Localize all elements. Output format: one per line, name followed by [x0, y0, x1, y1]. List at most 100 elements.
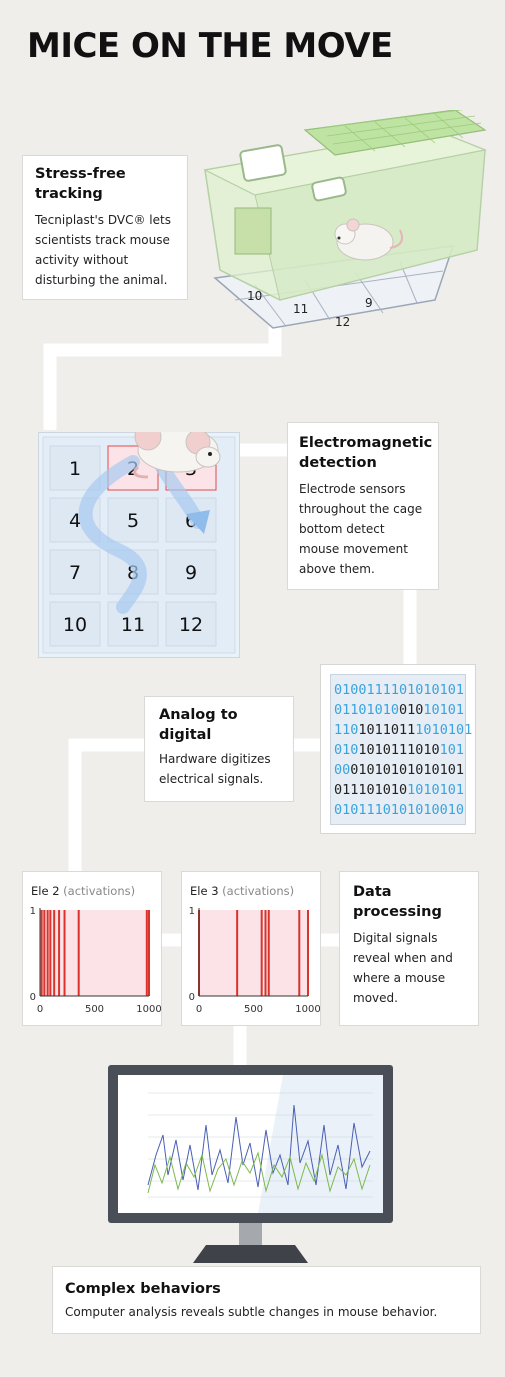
y-tick-label: 1 [189, 906, 195, 917]
binary-segment: 10 [415, 722, 432, 738]
electrode-cell [49, 445, 101, 491]
step-body: Electrode sensors throughout the cage bo… [299, 482, 423, 576]
step-heading: Complex behaviors [65, 1281, 221, 1297]
step-body: Computer analysis reveals subtle changes… [65, 1305, 438, 1319]
step-analog-digital: Analog to digital Hardware digitizes ele… [144, 696, 294, 802]
chart-title: Ele 2 (activations) [31, 884, 136, 898]
chart-panel-ele2: Ele 2 (activations) 0 1 0 500 1000 [22, 871, 162, 1026]
binary-segment: 1010101 [407, 782, 465, 798]
binary-segment: 010 [334, 742, 359, 758]
x-tick-label: 1000 [136, 1004, 161, 1015]
electrode-cell [49, 549, 101, 595]
binary-segment: 01010101 [399, 682, 465, 698]
x-tick-label: 500 [244, 1004, 263, 1015]
activation-bar [63, 910, 66, 996]
electrode-cell-label: 1 [69, 458, 81, 480]
binary-line: 11010110111010101 [334, 720, 472, 740]
cage-illustration: 9 10 11 12 [203, 110, 488, 329]
activation-bar [298, 910, 301, 996]
activation-bar [53, 910, 56, 996]
activation-bar [260, 910, 263, 996]
activation-bar [58, 910, 61, 996]
activation-bar [43, 910, 46, 996]
floor-label: 10 [247, 289, 262, 303]
floor-label: 11 [293, 302, 308, 316]
step-heading: Data processing [353, 884, 442, 920]
cage-lid-filter [303, 110, 487, 156]
chart-panel-ele3: Ele 3 (activations) 0 1 0 500 1000 [181, 871, 321, 1026]
electrode-cell-label: 7 [69, 562, 81, 584]
binary-segment: 1010111010 [358, 742, 440, 758]
y-tick-label: 0 [189, 992, 195, 1003]
electrode-cell-label: 9 [185, 562, 197, 584]
y-tick-label: 0 [30, 992, 36, 1003]
electrode-cell [49, 601, 101, 647]
binary-line: 0101010111010101 [334, 740, 465, 760]
step-heading: Electromagnetic detection [299, 435, 433, 471]
monitor-series-green [147, 1151, 371, 1194]
step-data-processing: Data processing Digital signals reveal w… [339, 871, 479, 1026]
step-heading: Stress-free tracking [35, 166, 126, 202]
monitor-series-blue [147, 1104, 371, 1191]
connector-analog-to-charts [68, 738, 148, 872]
electrode-cell-label: 12 [179, 614, 203, 636]
plot-area [40, 910, 149, 996]
activation-bar [267, 910, 270, 996]
binary-line: 0101110101010010 [334, 800, 465, 820]
step-heading: Analog to digital [159, 707, 238, 743]
electrode-cell [107, 601, 159, 647]
electrode-cell [107, 497, 159, 543]
monitor-illustration [108, 1065, 393, 1263]
mouse-in-cage [334, 218, 403, 261]
y-tick-label: 1 [30, 906, 36, 917]
electrode-cell-label: 10 [63, 614, 87, 636]
x-tick-label: 0 [37, 1004, 43, 1015]
page-title: MICE ON THE MOVE [27, 26, 393, 66]
binary-segment: 101 [439, 742, 465, 758]
activation-bar [40, 910, 43, 996]
binary-segment: 01101010 [334, 702, 400, 718]
x-tick-label: 0 [196, 1004, 202, 1015]
activation-chart-ele3: 0 1 0 500 1000 [189, 906, 321, 1015]
step-complex-behaviors: Complex behaviors Computer analysis reve… [52, 1266, 481, 1334]
binary-line: 0100111101010101 [334, 680, 465, 700]
floor-label: 12 [335, 315, 350, 329]
step-body: Hardware digitizes electrical signals. [159, 752, 271, 786]
chart-title: Ele 3 (activations) [190, 884, 295, 898]
mouse-on-grid [133, 432, 221, 479]
electrode-cell-label: 11 [121, 614, 145, 636]
x-tick-label: 1000 [295, 1004, 320, 1015]
cage-feeder [234, 207, 272, 255]
connector-cage-to-grid [43, 325, 282, 430]
activation-bar [148, 910, 150, 996]
floor-label: 9 [365, 296, 373, 310]
step-body: Digital signals reveal when and where a … [353, 931, 453, 1005]
binary-segment: 0101110101010010 [334, 802, 465, 818]
binary-line: 0111010101010101 [334, 780, 465, 800]
activation-bar [145, 910, 148, 996]
activation-bar [77, 910, 80, 996]
plot-area [199, 910, 308, 996]
activation-bar [236, 910, 239, 996]
electrode-cell [165, 549, 217, 595]
binary-line: 0110101001010101 [334, 700, 464, 720]
electrode-cell-label: 5 [127, 510, 139, 532]
step-tracking: Stress-free tracking Tecniplast's DVC® l… [22, 155, 188, 300]
step-body: Tecniplast's DVC® lets scientists track … [35, 213, 171, 287]
binary-segment: 00 [334, 762, 351, 778]
binary-segment: 01010101010101 [350, 762, 465, 778]
binary-segment: 110 [334, 722, 359, 738]
electrode-cell [165, 601, 217, 647]
electrode-grid: 123456789101112 [38, 432, 240, 658]
binary-segment: 01001111 [334, 682, 400, 698]
x-tick-label: 500 [85, 1004, 104, 1015]
electrode-cell-label: 4 [69, 510, 81, 532]
activation-bar [46, 910, 49, 996]
binary-line: 0001010101010101 [334, 760, 465, 780]
activation-bar [264, 910, 267, 996]
step-detection: Electromagnetic detection Electrode sens… [287, 422, 439, 590]
binary-segment: 011101010 [334, 782, 408, 798]
